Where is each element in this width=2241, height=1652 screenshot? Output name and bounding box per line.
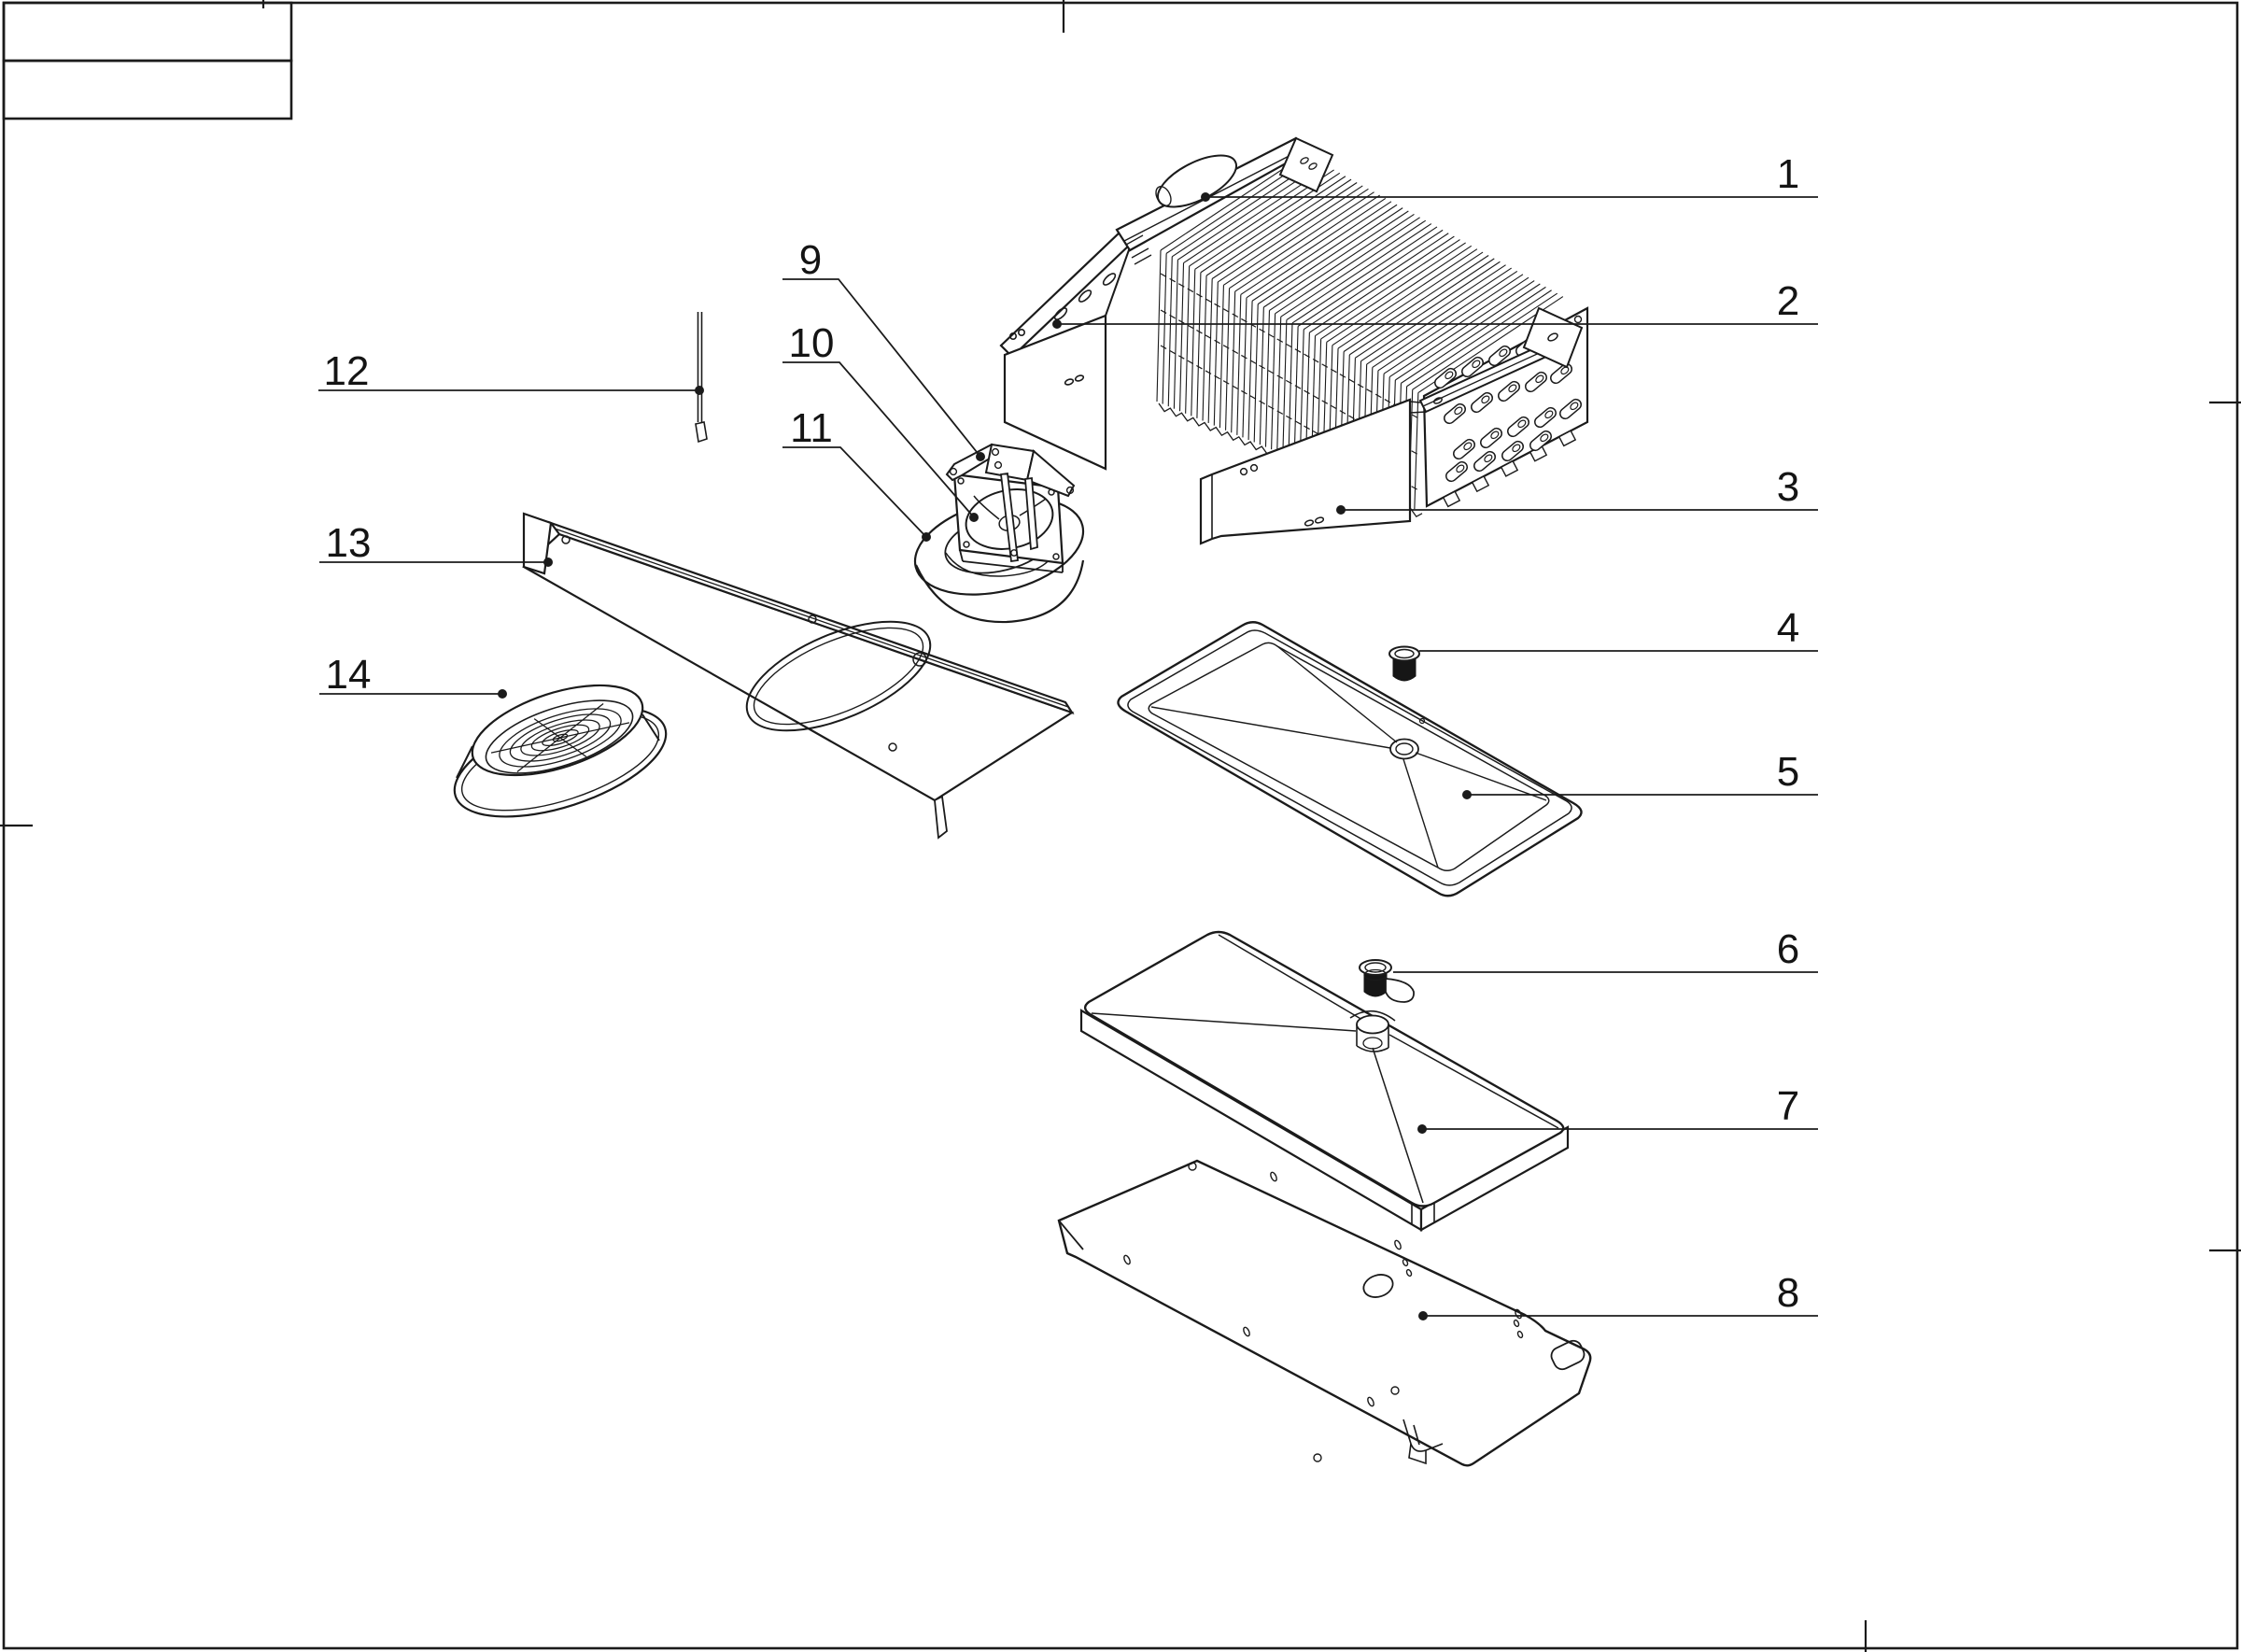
part-12-capillary-tube	[695, 312, 708, 444]
coil-top-rail	[1115, 136, 1334, 265]
coil-louver-detail	[1125, 234, 1152, 265]
part-6-drain-grommet-lower	[1359, 959, 1415, 1003]
part-number-label: 1	[1777, 151, 1799, 197]
part-number-label: 3	[1777, 464, 1799, 510]
part-number-label: 2	[1777, 278, 1799, 324]
leader-dot-part-13	[543, 558, 553, 567]
part-7-lower-drain-pan	[1079, 930, 1570, 1232]
part-number-label: 4	[1777, 605, 1799, 651]
part-9-fan-mounting-bracket	[945, 443, 1076, 563]
pan-crease-lines	[1150, 645, 1547, 868]
part-4-drain-grommet	[1388, 645, 1420, 682]
title-block-cell	[2, 59, 293, 120]
leader-line-part-10	[782, 361, 975, 518]
part-number-label: 12	[324, 348, 370, 394]
leader-dot-part-12	[695, 386, 704, 395]
leader-dot-part-2	[1052, 319, 1062, 329]
leader-dot-part-5	[1462, 790, 1472, 799]
leader-dot-part-14	[498, 689, 507, 699]
panel-u-notch	[1402, 1419, 1444, 1465]
part-8-bottom-panel	[1057, 1159, 1592, 1467]
part-13-air-duct-panel	[522, 512, 1075, 840]
part-3-front-mounting-bracket	[1199, 306, 1584, 545]
part-number-label: 8	[1777, 1270, 1799, 1316]
leader-dot-part-11	[922, 532, 931, 542]
leader-dot-part-7	[1417, 1124, 1427, 1134]
leader-line-part-11	[782, 446, 927, 538]
leader-dot-part-9	[976, 452, 985, 461]
part-number-label: 9	[799, 237, 822, 283]
part-2-left-mounting-bracket	[999, 230, 1134, 471]
part-number-label: 6	[1777, 926, 1799, 972]
part-number-label: 11	[790, 405, 833, 451]
title-block	[2, 1, 293, 120]
leader-dot-part-8	[1418, 1311, 1428, 1320]
part-number-label: 14	[326, 652, 372, 698]
leader-dot-part-10	[969, 513, 979, 522]
part-5-upper-drain-pan	[1117, 621, 1583, 897]
pan-drain-recess	[1349, 1010, 1396, 1052]
leader-dot-part-1	[1201, 192, 1210, 202]
panel-slots	[1123, 1162, 1524, 1462]
part-number-label: 10	[789, 320, 835, 366]
title-block-cell	[2, 1, 293, 63]
leader-dot-part-3	[1336, 505, 1346, 515]
part-14-vent-grille	[453, 684, 668, 818]
part-number-label: 7	[1777, 1083, 1799, 1129]
pan-crease-lines	[1091, 934, 1559, 1204]
leader-line-part-9	[782, 278, 981, 458]
part-number-label: 5	[1777, 749, 1799, 795]
part-number-label: 13	[326, 520, 372, 566]
